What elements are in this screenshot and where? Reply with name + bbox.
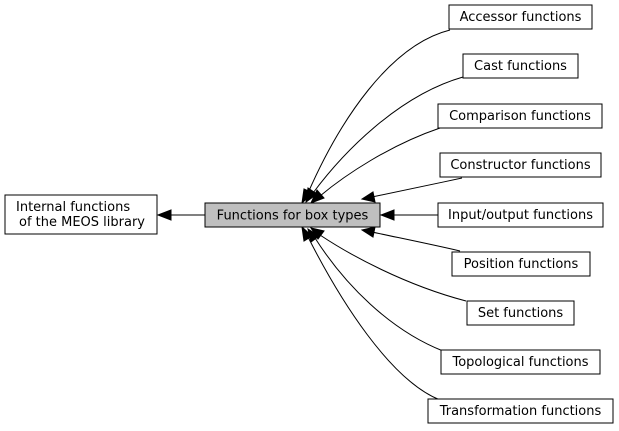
node-label: Comparison functions	[449, 109, 591, 124]
arrowhead	[156, 209, 172, 221]
node-transformation-functions[interactable]: Transformation functions	[427, 398, 614, 424]
node-label: Transformation functions	[439, 404, 602, 419]
node-box	[437, 103, 603, 129]
node-box	[451, 251, 591, 277]
arrowhead	[360, 191, 376, 203]
node-box	[204, 202, 381, 228]
node-position-functions[interactable]: Position functions	[451, 251, 591, 277]
node-label-line2: of the MEOS library	[19, 215, 145, 230]
arrowhead	[360, 226, 376, 238]
node-cast-functions[interactable]: Cast functions	[462, 53, 579, 79]
node-accessor-functions[interactable]: Accessor functions	[448, 4, 593, 30]
node-parent[interactable]: Internal functions of the MEOS library	[4, 194, 158, 235]
edge-accessor	[301, 29, 451, 205]
node-box	[427, 398, 614, 424]
node-label: Position functions	[464, 257, 579, 272]
node-box	[462, 53, 579, 79]
node-label: Constructor functions	[450, 158, 591, 173]
node-box	[439, 152, 602, 178]
node-box	[448, 4, 593, 30]
node-current: Functions for box types	[204, 202, 381, 228]
node-comparison-functions[interactable]: Comparison functions	[437, 103, 603, 129]
node-label: Topological functions	[451, 355, 588, 370]
node-label: Functions for box types	[217, 209, 369, 224]
node-box	[440, 349, 601, 375]
edge-comparison	[310, 127, 441, 204]
node-input-output-functions[interactable]: Input/output functions	[437, 202, 604, 228]
node-box	[437, 202, 604, 228]
arrowhead	[310, 189, 325, 204]
arrowhead	[301, 225, 313, 242]
node-label: Accessor functions	[460, 10, 582, 25]
edge-topological	[307, 227, 444, 352]
arrowhead	[379, 209, 395, 221]
edge-transformation	[301, 225, 441, 401]
arrowhead	[305, 187, 318, 204]
edge-position	[360, 226, 461, 252]
edge-cast	[305, 76, 464, 204]
edge-current-to-parent	[156, 209, 205, 221]
node-label: Set functions	[478, 306, 564, 321]
edge-constructor	[360, 177, 463, 203]
node-constructor-functions[interactable]: Constructor functions	[439, 152, 602, 178]
node-box	[466, 300, 575, 326]
node-topological-functions[interactable]: Topological functions	[440, 349, 601, 375]
edge-input-output	[379, 209, 438, 221]
node-set-functions[interactable]: Set functions	[466, 300, 575, 326]
node-label: Cast functions	[474, 59, 567, 74]
node-box	[4, 194, 158, 235]
node-label-line1: Internal functions	[16, 200, 130, 215]
node-label: Input/output functions	[448, 208, 593, 223]
